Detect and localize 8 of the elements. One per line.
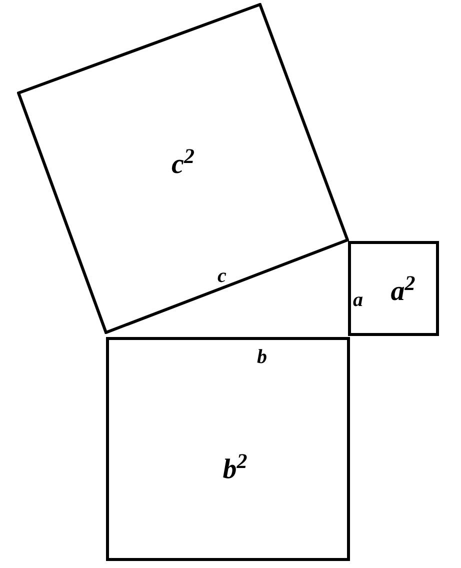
area-label: a$^{2}$	[390, 278, 416, 306]
square	[106, 337, 350, 561]
area-label: b$^{2}$	[222, 456, 248, 484]
side-label: b	[257, 347, 267, 367]
side-label: c	[218, 266, 226, 286]
area-label: c$^{2}$	[172, 151, 194, 179]
side-label: a	[353, 290, 363, 310]
square	[348, 241, 439, 336]
